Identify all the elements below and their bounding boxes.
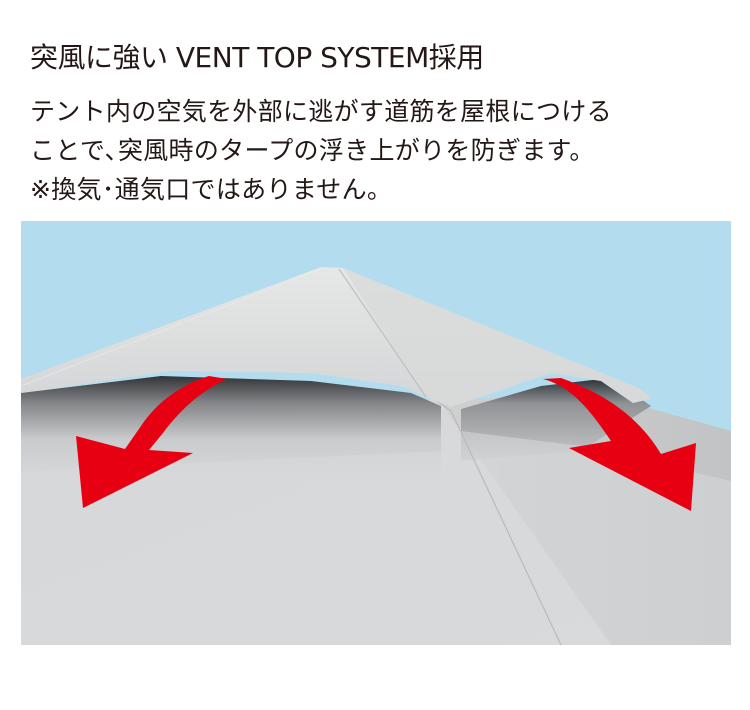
description-line-3: ※換気･通気口ではありません。 bbox=[30, 175, 393, 204]
description-line-2: ことで､突風時のタープの浮き上がりを防ぎます。 bbox=[30, 136, 595, 165]
tent-roof-photo bbox=[21, 221, 731, 645]
left-airflow-arrow bbox=[76, 376, 227, 508]
description-line-1: テント内の空気を外部に逃がす道筋を屋根につける bbox=[30, 97, 612, 126]
right-airflow-arrow bbox=[543, 378, 696, 511]
tent-roof-illustration bbox=[21, 221, 731, 645]
description: テント内の空気を外部に逃がす道筋を屋根につける ことで､突風時のタープの浮き上が… bbox=[30, 92, 612, 209]
headline: 突風に強い VENT TOP SYSTEM採用 bbox=[30, 41, 484, 74]
